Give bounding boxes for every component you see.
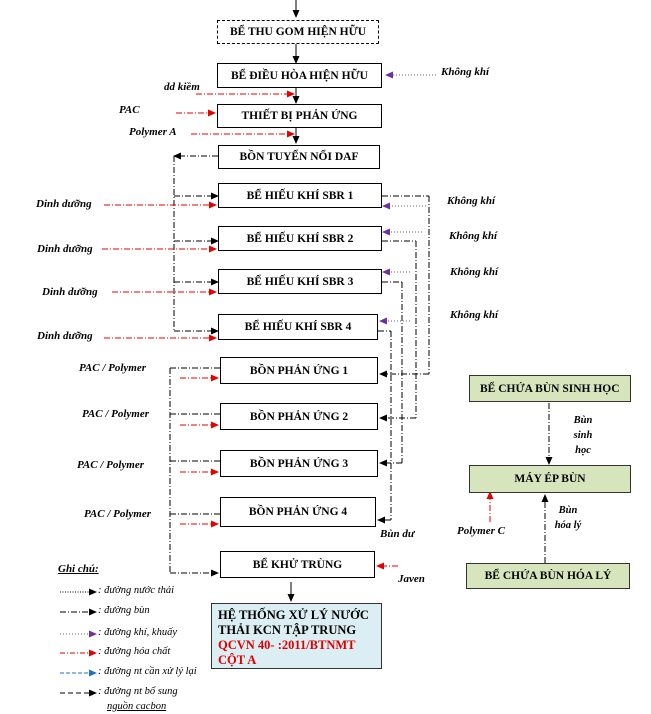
legend-wastewater: : đường nước thải — [98, 585, 175, 596]
sludge-press-box: MÁY ÉP BÙN — [469, 465, 631, 493]
reaction-tank-4-label: BỒN PHẢN ỨNG 4 — [248, 506, 348, 518]
sbr4-box: BỂ HIẾU KHÍ SBR 4 — [218, 314, 378, 340]
alkali-label: dd kiềm — [164, 81, 200, 93]
equalization-tank-box: BỂ ĐIỀU HÒA HIỆN HỮU — [217, 63, 382, 88]
air-label-1: Không khí — [441, 66, 489, 78]
air-label-2: Không khí — [447, 195, 495, 207]
standard-label: QCVN 40- :2011/BTNMT — [218, 638, 356, 652]
reaction-tank-2-label: BỒN PHẢN ỨNG 2 — [249, 410, 349, 423]
bio-sludge-label: Bùn sinh học — [573, 415, 593, 456]
collection-tank-box: BỂ THU GOM HIỆN HỮU — [217, 20, 379, 44]
final-line-2: THẢI KCN TẬP TRUNG — [218, 623, 357, 637]
air-label-3: Không khí — [449, 230, 497, 242]
air-label-4: Không khí — [450, 266, 498, 278]
air-label-5: Không khí — [450, 309, 498, 321]
nutrient-label-1: Dinh dưỡng — [36, 198, 92, 210]
pac-polymer-label-1: PAC / Polymer — [79, 362, 147, 374]
legend-supplement: : đường nt bổ sung — [98, 686, 178, 697]
sbr3-box: BỂ HIẾU KHÍ SBR 3 — [218, 269, 382, 294]
nutrient-label-3: Dinh dưỡng — [42, 286, 98, 298]
equalization-tank-label: BỂ ĐIỀU HÒA HIỆN HỮU — [231, 69, 368, 82]
pac-polymer-label-2: PAC / Polymer — [82, 408, 150, 420]
legend-carbon-source: nguồn cacbon — [107, 701, 167, 712]
sbr4-label: BỂ HIẾU KHÍ SBR 4 — [244, 321, 352, 333]
reaction-tank-4-box: BỒN PHẢN ỨNG 4 — [220, 497, 376, 527]
chem-sludge-tank-box: BỂ CHỨA BÙN HÓA LÝ — [466, 563, 630, 589]
collection-tank-label: BỂ THU GOM HIỆN HỮU — [229, 26, 367, 38]
polymer-c-label: Polymer C — [457, 525, 505, 537]
chem-sludge-label: Bùn hóa lý — [554, 505, 582, 531]
pac-polymer-label-4: PAC / Polymer — [84, 508, 152, 520]
legend-sludge: : đường bùn — [98, 605, 150, 616]
bio-sludge-tank-box: BỂ CHỨA BÙN SINH HỌC — [469, 375, 631, 402]
disinfection-tank-label: BỂ KHỬ TRÙNG — [252, 558, 343, 571]
sbr2-box: BỂ HIẾU KHÍ SBR 2 — [218, 226, 382, 251]
excess-sludge-label: Bùn dư — [380, 528, 415, 540]
daf-tank-box: BỒN TUYỂN NỔI DAF — [218, 145, 380, 169]
sbr3-label: BỂ HIẾU KHÍ SBR 3 — [246, 275, 354, 288]
legend-reprocess: : đường nt cần xử lý lại — [98, 666, 197, 677]
sludge-press-label: MÁY ÉP BÙN — [514, 473, 586, 485]
legend-chemical: : đường hóa chất — [98, 646, 171, 657]
nutrient-label-2: Dinh dưỡng — [37, 243, 93, 255]
reactor-label: THIẾT BỊ PHẢN ỨNG — [241, 110, 358, 122]
nutrient-label-4: Dinh dưỡng — [37, 330, 93, 342]
pac-polymer-label-3: PAC / Polymer — [77, 459, 145, 471]
reaction-tank-2-box: BỒN PHẢN ỨNG 2 — [220, 403, 378, 430]
sbr1-label: BỂ HIẾU KHÍ SBR 1 — [246, 189, 354, 202]
bio-sludge-tank-label: BỂ CHỨA BÙN SINH HỌC — [480, 382, 620, 395]
polymer-a-label: Polymer A — [129, 126, 177, 138]
javen-label: Javen — [398, 573, 425, 585]
chem-sludge-tank-label: BỂ CHỨA BÙN HÓA LÝ — [484, 570, 612, 582]
sbr2-label: BỂ HIẾU KHÍ SBR 2 — [246, 232, 354, 245]
disinfection-tank-box: BỂ KHỬ TRÙNG — [220, 551, 375, 578]
reaction-tank-1-label: BỒN PHẢN ỨNG 1 — [249, 364, 349, 377]
final-line-1: HỆ THỐNG XỬ LÝ NƯỚC — [218, 608, 369, 622]
column-label: CỘT A — [218, 653, 257, 667]
legend-title: Ghi chú: — [58, 563, 99, 575]
reaction-tank-3-box: BỒN PHẢN ỨNG 3 — [220, 450, 378, 477]
reaction-tank-3-label: BỒN PHẢN ỨNG 3 — [249, 457, 349, 470]
daf-tank-label: BỒN TUYỂN NỔI DAF — [239, 151, 359, 163]
central-treatment-system-box: HỆ THỐNG XỬ LÝ NƯỚC THẢI KCN TẬP TRUNG Q… — [211, 603, 382, 669]
sbr1-box: BỂ HIẾU KHÍ SBR 1 — [218, 183, 382, 208]
reactor-box: THIẾT BỊ PHẢN ỨNG — [217, 104, 382, 128]
legend-air: : đường khí, khuấy — [98, 627, 177, 638]
reaction-tank-1-box: BỒN PHẢN ỨNG 1 — [220, 357, 378, 384]
pac-label: PAC — [119, 104, 140, 116]
